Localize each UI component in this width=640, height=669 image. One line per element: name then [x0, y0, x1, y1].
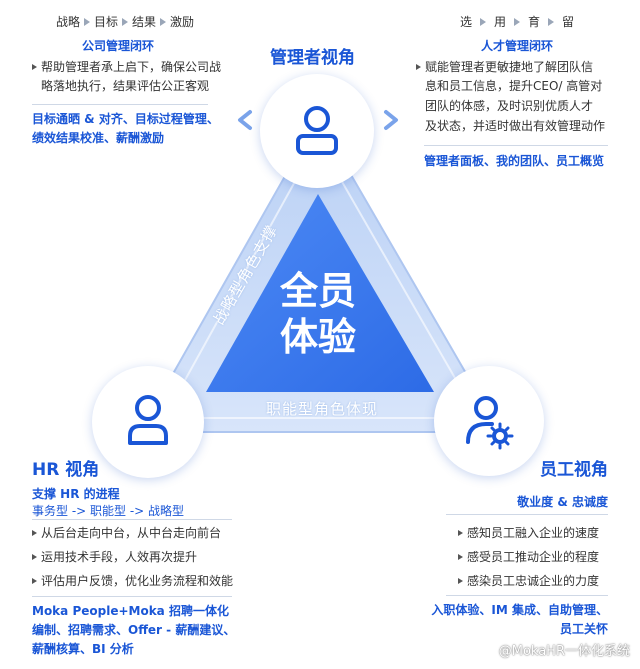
center-line: 全员 — [279, 269, 356, 313]
talent-loop-title: 人才管理闭环 — [481, 39, 554, 53]
employee-view-subtitle: 敬业度 & 忠诚度 — [517, 495, 608, 509]
feature-line: 入职体验、IM 集成、自助管理、 — [431, 603, 608, 617]
arrow-right-icon — [548, 17, 555, 26]
center-label: 全员 体验 — [258, 268, 378, 360]
arrow-right-icon — [84, 17, 91, 26]
flow-step: 结果 — [132, 15, 157, 29]
employee-view-bullets: 感知员工融入企业的速度 感受员工推动企业的程度 感染员工忠诚企业的力度 — [458, 524, 599, 590]
bullet-icon — [416, 64, 421, 70]
employee-view-features: 入职体验、IM 集成、自助管理、 员工关怀 — [431, 601, 608, 639]
bullet-icon — [32, 530, 37, 536]
flow-step: 战略 — [56, 15, 81, 29]
center-line: 体验 — [279, 315, 356, 359]
feature-line: 薪酬核算、BI 分析 — [32, 642, 134, 656]
manager-view-title: 管理者视角 — [270, 48, 355, 68]
manager-view-node — [260, 74, 374, 188]
feature-line: 员工关怀 — [559, 622, 608, 636]
person-icon — [296, 106, 338, 155]
arrow-right-icon — [160, 17, 167, 26]
bullet-icon — [32, 64, 37, 70]
list-item: 从后台走向中台，从中台走向前台 — [32, 524, 233, 542]
desc-line: 赋能管理者更敏捷地了解团队信 — [425, 60, 594, 74]
flow-step: 激励 — [170, 15, 195, 29]
feature-line: 编制、招聘需求、Offer - 薪酬建议、 — [32, 623, 236, 637]
hr-view-features: Moka People+Moka 招聘一体化 编制、招聘需求、Offer - 薪… — [32, 602, 235, 659]
talent-loop-features: 管理者面板、我的团队、员工概览 — [424, 154, 605, 168]
desc-line: 及状态，并适时做出有效管理动作 — [425, 119, 606, 133]
desc-line: 略落地执行，结果评估公正客观 — [41, 79, 210, 93]
bullet-icon — [32, 578, 37, 584]
list-item: 感受员工推动企业的程度 — [458, 548, 599, 566]
chevron-right-icon — [384, 110, 398, 130]
person-gear-icon — [466, 396, 514, 450]
hr-view-subtitle: 支撑 HR 的进程 — [32, 487, 120, 501]
feature-line: 绩效结果校准、薪酬激励 — [32, 131, 165, 145]
outer-triangle-edge — [162, 137, 480, 419]
bottom-edge-label: 职能型角色体现 — [265, 400, 378, 418]
inner-triangle — [206, 194, 434, 392]
flow-step: 用 — [494, 15, 507, 29]
hr-view-subtitle-2: 事务型 -> 职能型 -> 战略型 — [32, 504, 185, 518]
divider — [446, 595, 608, 596]
flow-step: 选 — [460, 15, 473, 29]
desc-line: 团队的体感，及时识别优质人才 — [425, 99, 594, 113]
flow-step: 目标 — [94, 15, 119, 29]
employee-view-node — [434, 366, 544, 476]
hr-view-bullets: 从后台走向中台，从中台走向前台 运用技术手段，人效再次提升 评估用户反馈，优化业… — [32, 524, 233, 590]
company-loop-desc: 帮助管理者承上启下，确保公司战 略落地执行，结果评估公正客观 — [32, 58, 252, 96]
desc-line: 息和员工信息，提升CEO/ 高管对 — [425, 79, 603, 93]
feature-line: Moka People+Moka 招聘一体化 — [32, 604, 229, 618]
hr-view-node — [92, 366, 204, 478]
flow-step: 育 — [528, 15, 541, 29]
desc-line: 帮助管理者承上启下，确保公司战 — [41, 60, 222, 74]
list-item: 评估用户反馈，优化业务流程和效能 — [32, 572, 233, 590]
employee-view-title: 员工视角 — [540, 460, 608, 480]
watermark: @MokaHR一体化系统 — [498, 644, 630, 659]
bullet-icon — [458, 554, 463, 560]
arrow-right-icon — [480, 17, 487, 26]
flow-step: 留 — [562, 15, 575, 29]
divider — [424, 145, 608, 146]
bullet-icon — [32, 554, 37, 560]
divider — [32, 596, 232, 597]
list-item: 感染员工忠诚企业的力度 — [458, 572, 599, 590]
bullet-icon — [458, 530, 463, 536]
bullet-icon — [458, 578, 463, 584]
feature-line: 目标通晒 & 对齐、目标过程管理、 — [32, 112, 219, 126]
strategy-flow: 战略 目标 结果 激励 — [56, 13, 194, 30]
talent-loop-desc: 赋能管理者更敏捷地了解团队信 息和员工信息，提升CEO/ 高管对 团队的体感，及… — [416, 58, 612, 136]
list-item: 感知员工融入企业的速度 — [458, 524, 599, 542]
person-icon — [128, 395, 168, 445]
company-loop-features: 目标通晒 & 对齐、目标过程管理、 绩效结果校准、薪酬激励 — [32, 110, 219, 148]
arrow-right-icon — [514, 17, 521, 26]
divider — [446, 514, 608, 515]
list-item: 运用技术手段，人效再次提升 — [32, 548, 233, 566]
talent-flow: 选 用 育 留 — [460, 13, 574, 30]
chevron-left-icon — [238, 110, 252, 130]
divider — [32, 104, 208, 105]
divider — [32, 519, 232, 520]
arrow-right-icon — [122, 17, 129, 26]
hr-view-title: HR 视角 — [32, 460, 100, 480]
company-loop-title: 公司管理闭环 — [82, 39, 155, 53]
